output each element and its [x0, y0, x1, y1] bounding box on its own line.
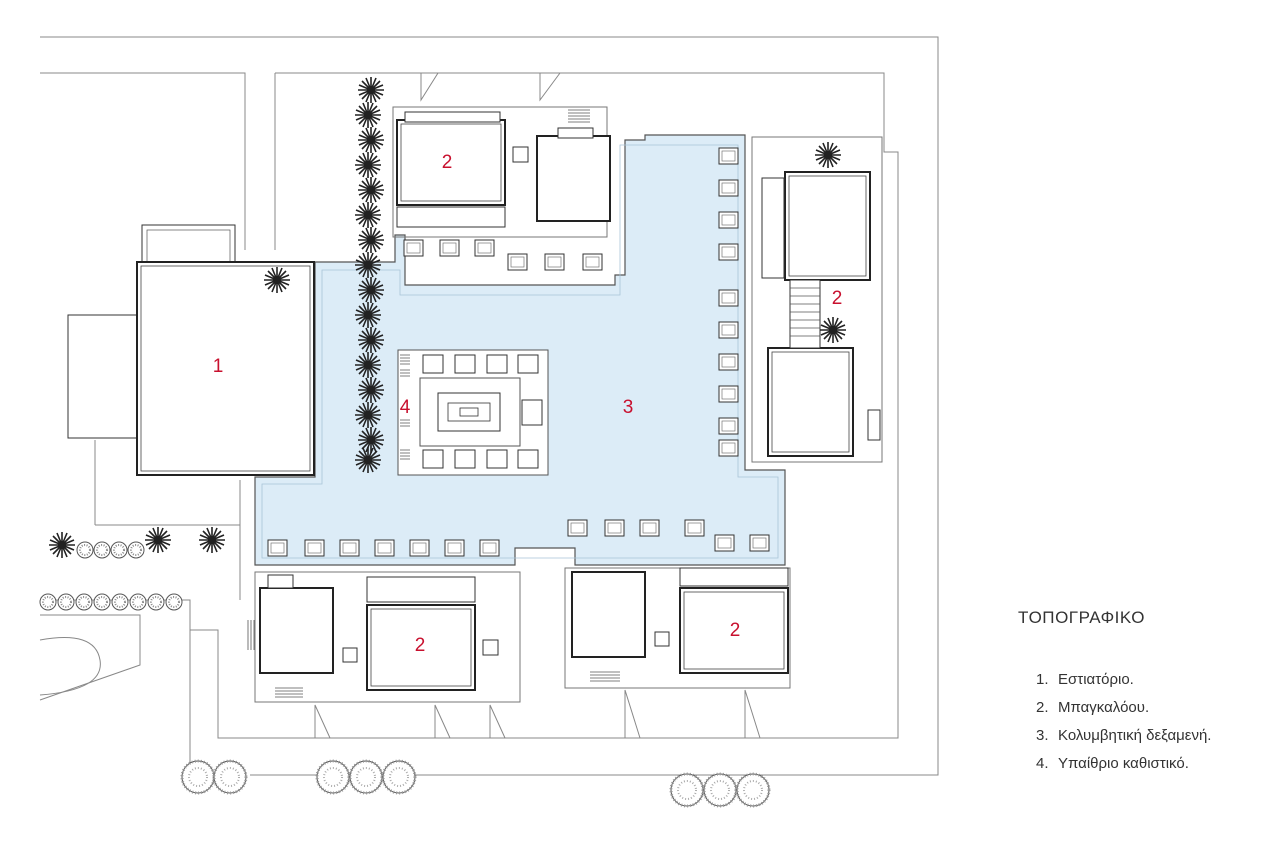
legend-item-label: Κολυμβητική δεξαμενή. — [1058, 727, 1212, 744]
legend-item-label: Μπαγκαλόου. — [1058, 699, 1150, 716]
label-pool: 3 — [623, 397, 634, 418]
restaurant-building — [67, 224, 315, 476]
legend: ΤΟΠΟΓΡΑΦΙΚΟ 1. Εστιατόριο. 2. Μπαγκαλόου. … — [1018, 608, 1268, 778]
legend-item-number: 2. — [1036, 699, 1049, 716]
legend-item-number: 3. — [1036, 727, 1049, 744]
west-plantings — [39, 526, 226, 611]
bungalow-sw — [247, 571, 521, 739]
bungalow-nw — [392, 72, 611, 238]
lounge-area — [397, 349, 549, 476]
legend-item: 1. Εστιατόριο. — [1036, 666, 1268, 694]
label-restaurant: 1 — [213, 356, 224, 377]
legend-item: 2. Μπαγκαλόου. — [1036, 694, 1268, 722]
legend-item: 3. Κολυμβητική δεξαμενή. — [1036, 722, 1268, 750]
label-bungalow-e: 2 — [832, 288, 843, 309]
legend-list: 1. Εστιατόριο. 2. Μπαγκαλόου. 3. Κολυμβητικ… — [1018, 666, 1268, 778]
bungalow-e — [751, 136, 883, 463]
loungers-north — [403, 239, 603, 271]
legend-item-label: Εστιατόριο. — [1058, 671, 1134, 688]
site-boundary — [39, 36, 939, 776]
label-bungalow-se: 2 — [730, 620, 741, 641]
label-bungalow-nw: 2 — [442, 152, 453, 173]
bungalow-se — [564, 567, 791, 739]
legend-item-label: Υπαίθριο καθιστικό. — [1058, 755, 1189, 772]
legend-item: 4. Υπαίθριο καθιστικό. — [1036, 750, 1268, 778]
legend-item-number: 1. — [1036, 671, 1049, 688]
label-bungalow-sw: 2 — [415, 635, 426, 656]
legend-item-number: 4. — [1036, 755, 1049, 772]
legend-title: ΤΟΠΟΓΡΑΦΙΚΟ — [1018, 608, 1145, 627]
label-lounge: 4 — [400, 397, 411, 418]
south-shrubs — [180, 759, 771, 808]
